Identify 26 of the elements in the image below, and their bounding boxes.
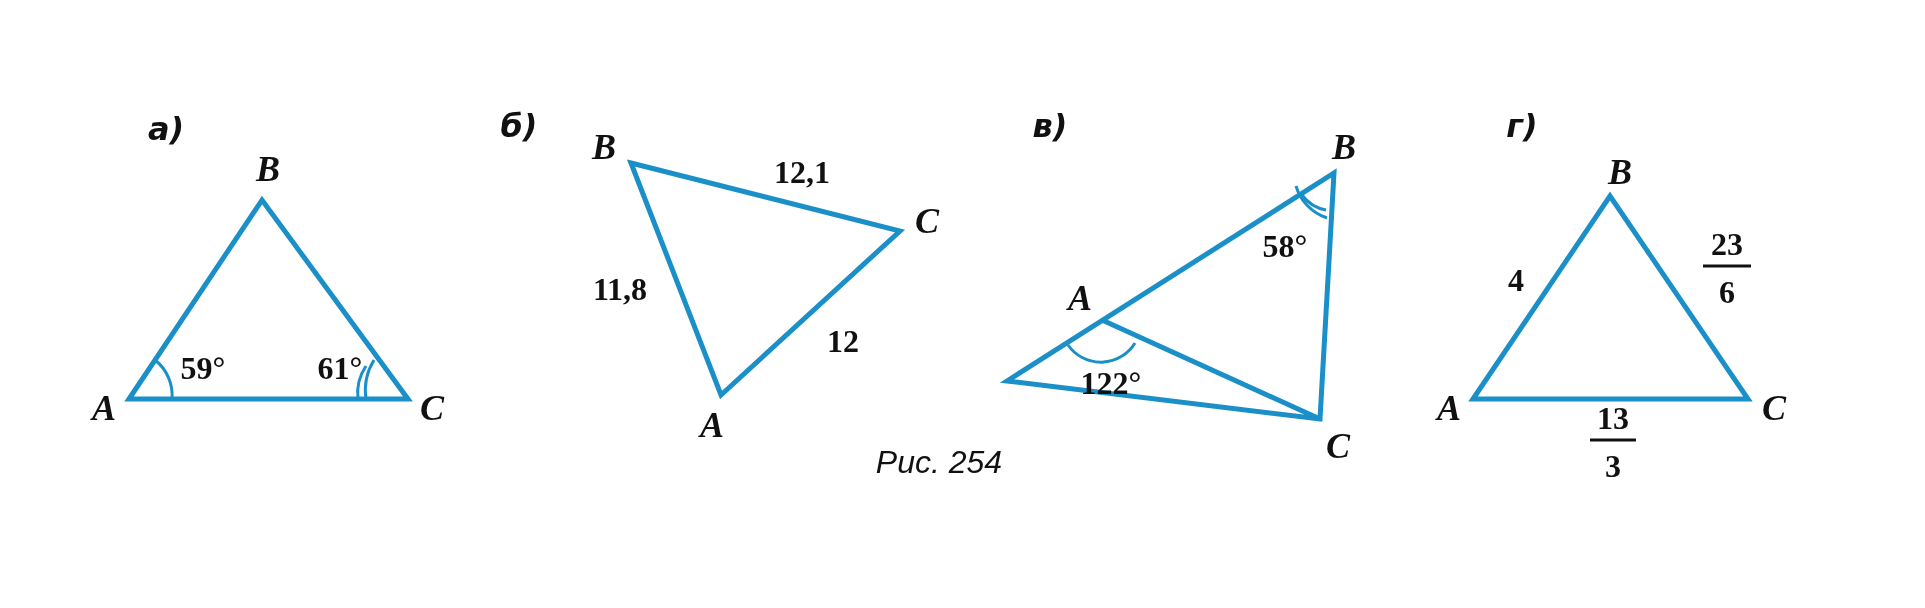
vertex-label: A [700,404,724,446]
panel-label: г) [1506,107,1538,145]
vertex-label: C [915,200,939,242]
fraction-numerator: 23 [1711,225,1743,263]
vertex-label: B [1332,126,1356,168]
vertex-label: C [420,387,444,429]
angle-label: 61° [317,349,363,387]
vertex-label: A [1437,387,1461,429]
vertex-label: B [256,148,280,190]
side-length: 11,8 [592,270,648,308]
vertex-label: C [1326,425,1350,467]
vertex-label: B [1608,151,1632,193]
vertex-label: B [592,126,616,168]
panel-label: а) [147,110,185,148]
side-length: 12 [827,322,859,360]
side-length: 12,1 [774,153,830,191]
angle-label: 59° [180,349,226,387]
figure-caption: Рис. 254 [875,443,1003,481]
panel-label: б) [500,107,538,145]
side-length: 4 [1508,261,1524,299]
fraction-numerator: 13 [1597,399,1629,437]
panel-label: в) [1032,107,1068,145]
fraction-denominator: 6 [1719,273,1735,311]
vertex-label: C [1762,387,1786,429]
vertex-label: A [92,387,116,429]
fraction-denominator: 3 [1605,447,1621,485]
